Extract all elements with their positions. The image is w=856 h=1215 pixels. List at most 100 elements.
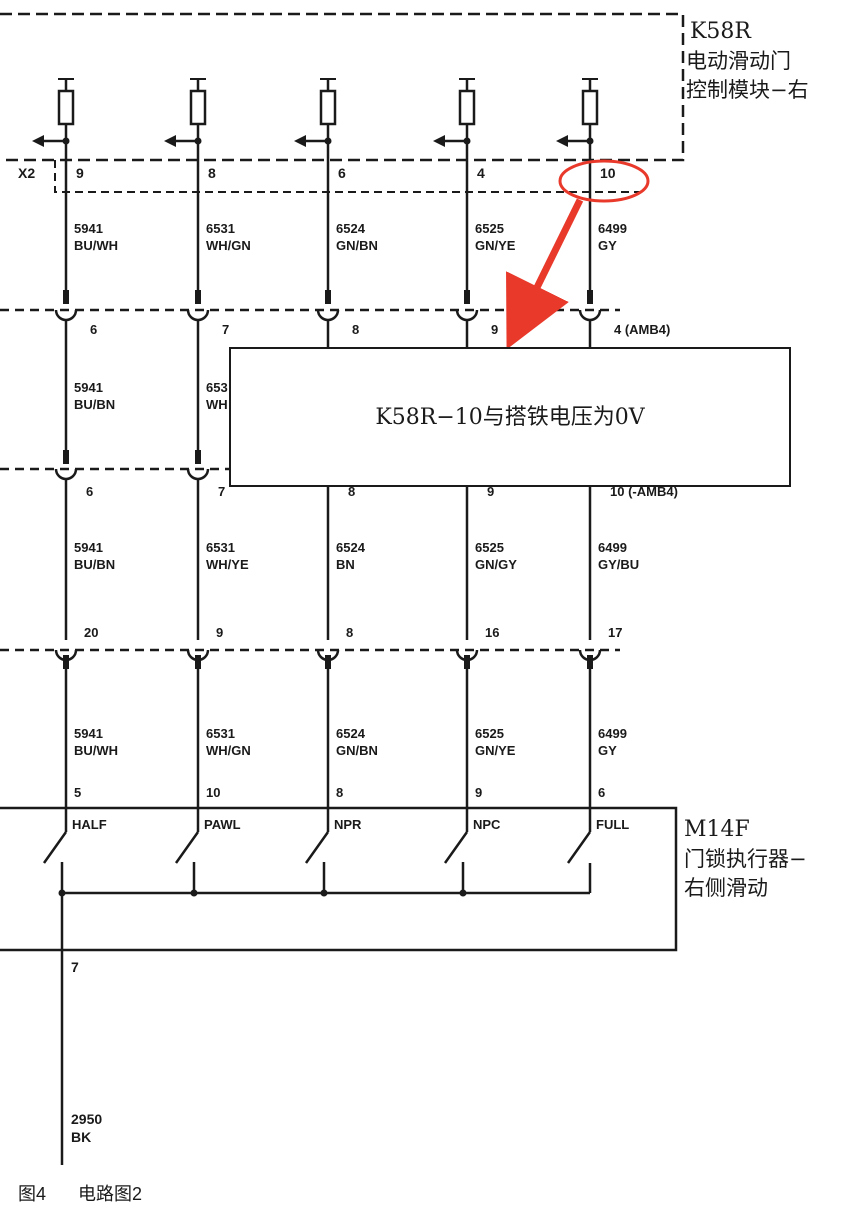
switch-label: NPR	[334, 817, 362, 832]
figure-title: 电路图2	[78, 1184, 142, 1204]
ground-pin: 7	[71, 959, 79, 975]
wire-color-label: WH/GN	[206, 238, 251, 253]
connector-2-pin-label: 7	[218, 484, 225, 499]
wire-number-label: 6499	[598, 726, 627, 741]
wire-number-label: 6531	[206, 221, 235, 236]
connector-2-pin-label: 10 (-AMB4)	[610, 484, 678, 499]
x2-connector-label: X2	[18, 165, 35, 181]
wire-number-label: 5941	[74, 221, 103, 236]
wire-number-label: 653	[206, 380, 228, 395]
terminal-pin	[464, 290, 470, 304]
pullup-resistor	[189, 89, 207, 126]
wire-number-label: 6525	[475, 726, 504, 741]
signal-tap-arrow-icon	[294, 135, 306, 147]
wire-columns: 95941BU/WH65941BU/BN65941BU/BN205941BU/W…	[32, 78, 678, 897]
m14f-pin-label: 9	[475, 785, 482, 800]
wire-color-label: WH/GN	[206, 743, 251, 758]
m14f-pin-label: 5	[74, 785, 81, 800]
k58r-pin-label: 8	[208, 165, 216, 181]
wire-color-label: GY	[598, 238, 617, 253]
terminal-pin	[587, 290, 593, 304]
switch-label: PAWL	[204, 817, 241, 832]
connector-1-pin-label: 6	[90, 322, 97, 337]
m14f-desc-line1: 门锁执行器−	[684, 847, 807, 871]
wire-color-label: GY	[598, 743, 617, 758]
pullup-resistor	[458, 89, 476, 126]
m14f-desc-line2: 右侧滑动	[684, 876, 768, 900]
connector-1-pin-label: 8	[352, 322, 359, 337]
wire-number-label: 5941	[74, 726, 103, 741]
signal-tap-arrow-icon	[556, 135, 568, 147]
switch-label: HALF	[72, 817, 107, 832]
wire-number-label: 6524	[336, 726, 366, 741]
annotation-box	[229, 347, 791, 487]
terminal-pin	[195, 450, 201, 464]
pullup-resistor	[57, 89, 75, 126]
wire-number-label: 5941	[74, 540, 103, 555]
wire-number-label: 6524	[336, 540, 366, 555]
pin-10-highlight-circle	[558, 159, 650, 203]
annotation-text: K58R−10与搭铁电压为0V	[375, 405, 645, 430]
k58r-desc-line1: 电动滑动门	[686, 49, 791, 73]
wire-number-label: 6499	[598, 221, 627, 236]
wire-color-label: GN/GY	[475, 557, 517, 572]
connector-3-pin-label: 20	[84, 625, 98, 640]
terminal-pin	[325, 290, 331, 304]
wire-color-label: GN/BN	[336, 743, 378, 758]
m14f-module-boundary	[0, 806, 678, 952]
wire-number-label: 5941	[74, 380, 103, 395]
wire-color-label: BU/BN	[74, 397, 115, 412]
signal-tap-arrow-icon	[32, 135, 44, 147]
connector-3-pin-label: 8	[346, 625, 353, 640]
m14f-pin-label: 6	[598, 785, 605, 800]
connector-1-pin-label: 9	[491, 322, 498, 337]
connector-1-socket	[54, 309, 78, 322]
connector-1-socket	[186, 309, 210, 322]
connector-3-pin-label: 16	[485, 625, 499, 640]
wire-number-label: 6499	[598, 540, 627, 555]
connector-1-socket	[455, 309, 479, 322]
wire-color-label: GY/BU	[598, 557, 639, 572]
k58r-code: K58R	[690, 19, 752, 44]
connector-2-pin-label: 9	[487, 484, 494, 499]
connector-1-pin-label: 4 (AMB4)	[614, 322, 670, 337]
k58r-pin-label: 4	[477, 165, 485, 181]
wire-color-label: GN/YE	[475, 743, 516, 758]
wire-number-label: 6531	[206, 726, 235, 741]
connector-3-pin-label: 17	[608, 625, 622, 640]
wire-color-label: BU/WH	[74, 238, 118, 253]
switch-blade	[304, 831, 330, 864]
signal-tap-arrow-icon	[433, 135, 445, 147]
connector-2-pin-label: 8	[348, 484, 355, 499]
switch-blade	[174, 831, 200, 864]
m14f-pin-label: 8	[336, 785, 343, 800]
wire-number-label: 6524	[336, 221, 366, 236]
wire-color-label: BU/WH	[74, 743, 118, 758]
connector-1-socket	[578, 309, 602, 322]
switch-blade	[566, 831, 592, 864]
wire-color-label: GN/BN	[336, 238, 378, 253]
wire-number-label: 6525	[475, 540, 504, 555]
connector-2-socket	[186, 468, 210, 481]
x2-connector-boundary	[54, 160, 640, 193]
k58r-module-boundary	[0, 12, 685, 162]
connector-2-pin-label: 6	[86, 484, 93, 499]
connector-1-pin-label: 7	[222, 322, 229, 337]
wire-color-label: GN/YE	[475, 238, 516, 253]
k58r-pin-label: 6	[338, 165, 346, 181]
figure-number: 图4	[18, 1184, 46, 1204]
wire-color-label: BN	[336, 557, 355, 572]
ground-wire-number: 2950	[71, 1111, 102, 1127]
switch-blade	[443, 831, 469, 864]
wire-color-label: WH	[206, 397, 228, 412]
m14f-pin-label: 10	[206, 785, 220, 800]
ground-wire-color: BK	[71, 1129, 91, 1145]
k58r-pin-label: 10	[600, 165, 616, 181]
wire-color-label: WH/YE	[206, 557, 249, 572]
pullup-resistor	[319, 89, 337, 126]
terminal-pin	[63, 290, 69, 304]
connector-2-socket	[54, 468, 78, 481]
switch-blade	[42, 831, 68, 864]
k58r-pin-label: 9	[76, 165, 84, 181]
